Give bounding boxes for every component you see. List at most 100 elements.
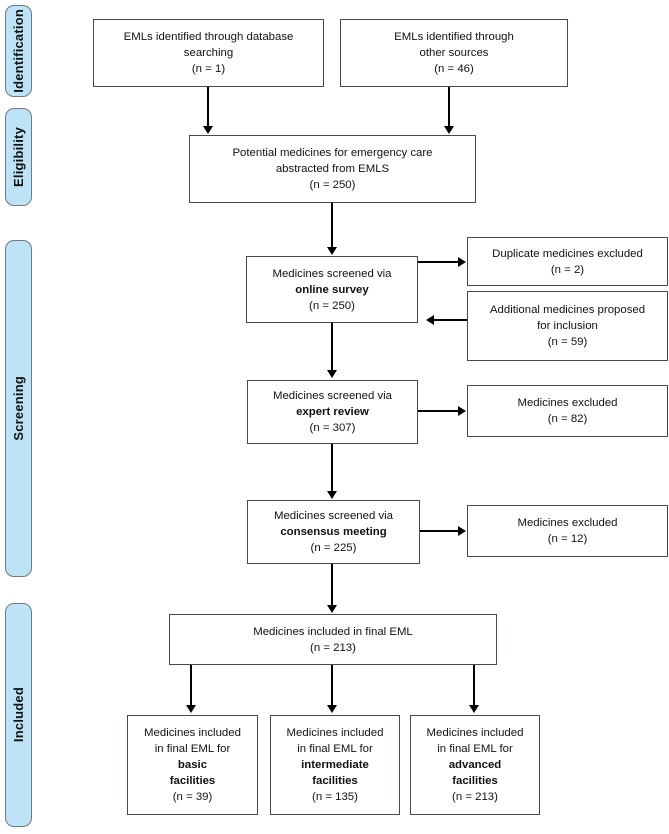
arrowhead-survey-to-duplicates [458,257,466,267]
box-additional-medicines-proposed: Additional medicines proposed for inclus… [467,291,668,361]
box-other-sources-text: EMLs identified through other sources (n… [388,29,520,77]
connector-potential-to-online-survey [331,203,333,248]
box-excluded-cons-count: (n = 12) [547,533,588,545]
box-basic-emphasis1: basic [177,759,208,771]
connector-additional-to-survey [434,319,467,321]
arrowhead-expert-review-to-consensus [327,491,337,499]
box-basic-emphasis2: facilities [169,775,216,787]
box-potential-medicines-count: (n = 250) [309,179,356,191]
stage-label-identification: Identification [5,5,32,97]
box-medicines-excluded-consensus: Medicines excluded (n = 12) [467,505,668,557]
box-advanced-emphasis1: advanced [448,759,502,771]
stage-label-eligibility: Eligibility [5,108,32,206]
connector-other-sources-to-potential [448,87,450,128]
box-consensus-count: (n = 225) [310,542,357,554]
box-intermediate-count: (n = 135) [312,791,358,803]
box-consensus-emphasis: consensus meeting [280,526,387,538]
box-duplicate-line1: Duplicate medicines excluded [492,247,643,260]
box-potential-medicines-text: Potential medicines for emergency care a… [226,145,438,193]
box-online-survey: Medicines screened via online survey (n … [246,256,418,323]
box-advanced-facilities-text: Medicines included in final EML for adva… [421,725,530,805]
box-additional-count: (n = 59) [547,336,588,348]
box-excluded-expert-line1: Medicines excluded [517,397,618,409]
box-online-survey-text: Medicines screened via online survey (n … [266,266,397,314]
box-database-search-line1: EMLs identified through database [123,31,294,43]
box-expert-review-text: Medicines screened via expert review (n … [267,388,398,436]
arrowhead-final-eml-to-intermediate [327,705,337,713]
box-potential-medicines-line2: abstracted from EMLS [275,163,390,175]
box-final-eml-line1: Medicines included in final EML [253,625,413,638]
box-other-sources: EMLs identified through other sources (n… [340,19,568,87]
box-final-eml-text: Medicines included in final EML (n = 213… [247,624,419,656]
box-online-survey-count: (n = 250) [309,299,355,312]
box-expert-review-emphasis: expert review [296,406,369,418]
arrowhead-consensus-to-final-eml [327,605,337,613]
arrowhead-other-sources-to-potential [444,126,454,134]
box-advanced-line2: in final EML for [437,743,513,755]
box-excluded-cons-line1: Medicines excluded [517,517,618,529]
box-basic-count: (n = 39) [172,791,213,803]
arrowhead-final-eml-to-basic [186,705,196,713]
arrowhead-final-eml-to-advanced [469,705,479,713]
box-database-search: EMLs identified through database searchi… [93,19,324,87]
arrowhead-db-search-to-potential [203,126,213,134]
box-potential-medicines-line1: Potential medicines for emergency care [232,147,433,159]
box-intermediate-line1: Medicines included [286,727,384,739]
stage-label-screening-text: Screening [11,376,26,441]
connector-final-eml-to-intermediate [331,665,333,706]
connector-consensus-to-final-eml [331,564,333,606]
arrowhead-consensus-to-excluded [458,526,466,536]
connector-consensus-to-excluded [420,530,459,532]
box-excluded-expert-count: (n = 82) [547,413,588,425]
box-online-survey-line1: Medicines screened via [272,267,392,280]
box-medicines-excluded-expert-text: Medicines excluded (n = 82) [511,395,623,427]
box-database-search-count: (n = 1) [191,63,226,75]
arrowhead-additional-to-survey [426,315,434,325]
stage-label-eligibility-text: Eligibility [11,127,26,187]
connector-survey-to-expert-review [331,323,333,371]
box-advanced-count: (n = 213) [452,791,498,803]
box-intermediate-emphasis1: intermediate [301,759,369,771]
connector-db-search-to-potential [207,87,209,128]
box-additional-line2: for inclusion [537,320,598,332]
box-other-sources-line2: other sources [419,47,489,59]
box-advanced-facilities: Medicines included in final EML for adva… [410,715,540,815]
box-database-search-line2: searching [183,47,234,59]
box-advanced-emphasis2: facilities [452,775,498,787]
box-basic-line1: Medicines included [144,727,241,739]
arrowhead-potential-to-online-survey [327,247,337,255]
box-additional-line1: Additional medicines proposed [489,304,646,316]
box-expert-review: Medicines screened via expert review (n … [247,380,418,444]
connector-final-eml-to-advanced [473,665,475,706]
box-duplicate-medicines-excluded: Duplicate medicines excluded (n = 2) [467,237,668,286]
box-basic-facilities-text: Medicines included in final EML for basi… [138,725,247,805]
box-intermediate-line2: in final EML for [297,743,373,755]
box-consensus-meeting-text: Medicines screened via consensus meeting… [268,508,399,556]
box-expert-review-line1: Medicines screened via [272,390,393,402]
box-expert-review-count: (n = 307) [309,422,356,434]
stage-label-screening: Screening [5,240,32,577]
arrowhead-survey-to-expert-review [327,370,337,378]
box-basic-line2: in final EML for [154,743,231,755]
box-other-sources-line1: EMLs identified through [394,31,514,43]
box-advanced-line1: Medicines included [426,727,524,739]
box-intermediate-emphasis2: facilities [312,775,358,787]
box-additional-medicines-proposed-text: Additional medicines proposed for inclus… [484,302,651,350]
box-online-survey-emphasis: online survey [295,283,369,296]
box-final-eml: Medicines included in final EML (n = 213… [169,614,497,665]
box-consensus-meeting: Medicines screened via consensus meeting… [247,500,420,564]
box-intermediate-facilities-text: Medicines included in final EML for inte… [281,725,390,805]
connector-expert-review-to-consensus [331,444,333,492]
arrowhead-expert-review-to-excluded [458,406,466,416]
box-database-search-text: EMLs identified through database searchi… [118,29,300,77]
stage-label-included-text: Included [11,687,26,743]
box-other-sources-count: (n = 46) [434,63,474,75]
stage-label-included: Included [5,603,32,827]
stage-label-identification-text: Identification [11,9,26,93]
box-intermediate-facilities: Medicines included in final EML for inte… [270,715,400,815]
connector-final-eml-to-basic [190,665,192,706]
box-consensus-line1: Medicines screened via [273,510,394,522]
box-final-eml-count: (n = 213) [310,641,356,654]
box-medicines-excluded-consensus-text: Medicines excluded (n = 12) [511,515,623,547]
